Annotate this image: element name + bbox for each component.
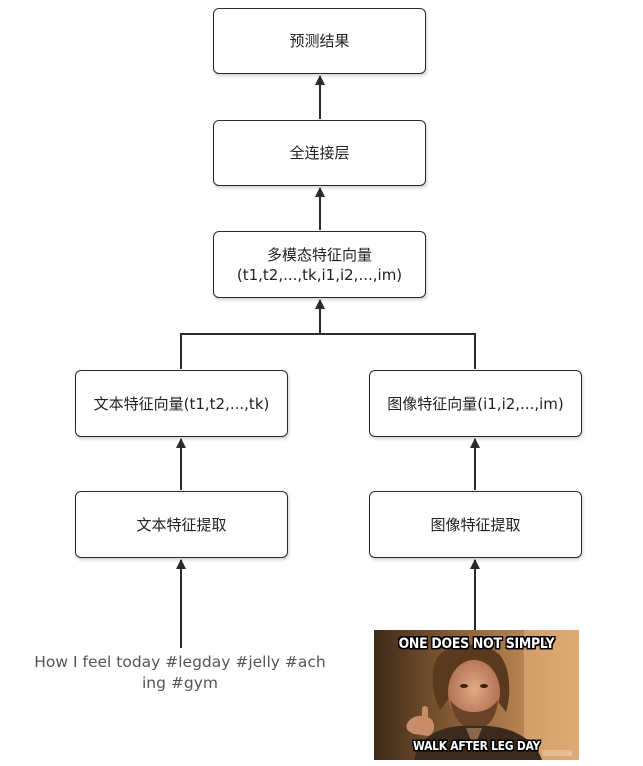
fully-connected-layer-node[interactable]: 全连接层: [213, 120, 426, 186]
image-feature-extraction-label: 图像特征提取: [430, 515, 521, 534]
fully-connected-layer-label: 全连接层: [289, 144, 350, 162]
prediction-result-node[interactable]: 预测结果: [213, 8, 426, 74]
text-feature-vector-label: 文本特征向量(t1,t2,...,tk): [93, 394, 270, 413]
multimodal-feature-vector-node[interactable]: 多模态特征向量 (t1,t2,...,tk,i1,i2,...,im): [213, 231, 426, 298]
input-text-line-1: How I feel today #legday #jelly #ach: [34, 653, 326, 671]
meme-bottom-caption: WALK AFTER LEG DAY: [412, 738, 541, 753]
text-feature-extraction-label: 文本特征提取: [136, 515, 227, 534]
input-text-caption: How I feel today #legday #jelly #ach ing…: [30, 652, 330, 694]
prediction-result-label: 预测结果: [289, 32, 350, 50]
text-feature-vector-node[interactable]: 文本特征向量(t1,t2,...,tk): [75, 370, 288, 437]
multimodal-feature-vector-components: (t1,t2,...,tk,i1,i2,...,im): [236, 265, 403, 284]
image-feature-extraction-node[interactable]: 图像特征提取: [369, 491, 582, 558]
meme-picture: [374, 630, 579, 760]
connector-text-vector-merge: [180, 333, 320, 369]
input-meme-image: ONE DOES NOT SIMPLY WALK AFTER LEG DAY: [374, 630, 579, 760]
text-feature-extraction-node[interactable]: 文本特征提取: [75, 491, 288, 558]
multimodal-feature-vector-label: 多模态特征向量: [266, 245, 372, 264]
input-text-line-2: ing #gym: [142, 674, 218, 692]
connector-image-vector-merge: [320, 333, 476, 369]
meme-top-caption: ONE DOES NOT SIMPLY: [398, 636, 555, 652]
image-feature-vector-node[interactable]: 图像特征向量(i1,i2,...,im): [369, 370, 582, 437]
image-feature-vector-label: 图像特征向量(i1,i2,...,im): [387, 394, 564, 413]
